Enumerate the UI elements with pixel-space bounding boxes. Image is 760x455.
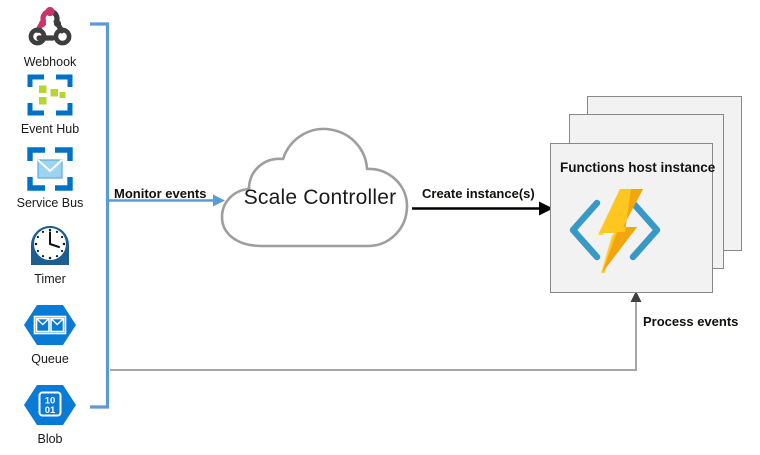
- svg-text:01: 01: [45, 405, 56, 416]
- host-instance-box-front[interactable]: [550, 143, 713, 293]
- webhook-icon: [6, 2, 94, 54]
- timer-icon: [6, 219, 94, 271]
- trigger-group-bracket: [90, 22, 110, 409]
- trigger-blob[interactable]: 10 01 Blob: [6, 379, 94, 446]
- event-hub-icon: [6, 69, 94, 121]
- scale-controller-cloud: [220, 127, 409, 248]
- trigger-webhook[interactable]: Webhook: [6, 2, 94, 69]
- host-instance-title: Functions host instance: [560, 160, 716, 175]
- trigger-label: Webhook: [23, 55, 77, 69]
- trigger-service-bus[interactable]: Service Bus: [6, 143, 94, 210]
- create-instances-arrow: [412, 201, 553, 216]
- create-instances-label: Create instance(s): [422, 186, 535, 201]
- blob-icon: 10 01: [6, 379, 94, 431]
- trigger-queue[interactable]: Queue: [6, 299, 94, 366]
- svg-text:10: 10: [45, 395, 56, 406]
- trigger-timer[interactable]: Timer: [6, 219, 94, 286]
- process-events-arrow: [110, 291, 642, 371]
- azure-functions-logo-icon: [565, 183, 665, 278]
- trigger-label: Blob: [37, 432, 63, 446]
- trigger-label: Event Hub: [20, 122, 80, 136]
- trigger-label: Service Bus: [16, 196, 84, 210]
- trigger-label: Timer: [34, 272, 66, 286]
- service-bus-icon: [6, 143, 94, 195]
- monitor-events-arrow: [108, 194, 225, 207]
- scale-controller-label: Scale Controller: [243, 186, 397, 209]
- queue-icon: [6, 299, 94, 351]
- monitor-events-label: Monitor events: [114, 186, 207, 201]
- trigger-event-hub[interactable]: Event Hub: [6, 69, 94, 136]
- process-events-label: Process events: [643, 314, 739, 329]
- trigger-label: Queue: [31, 352, 69, 366]
